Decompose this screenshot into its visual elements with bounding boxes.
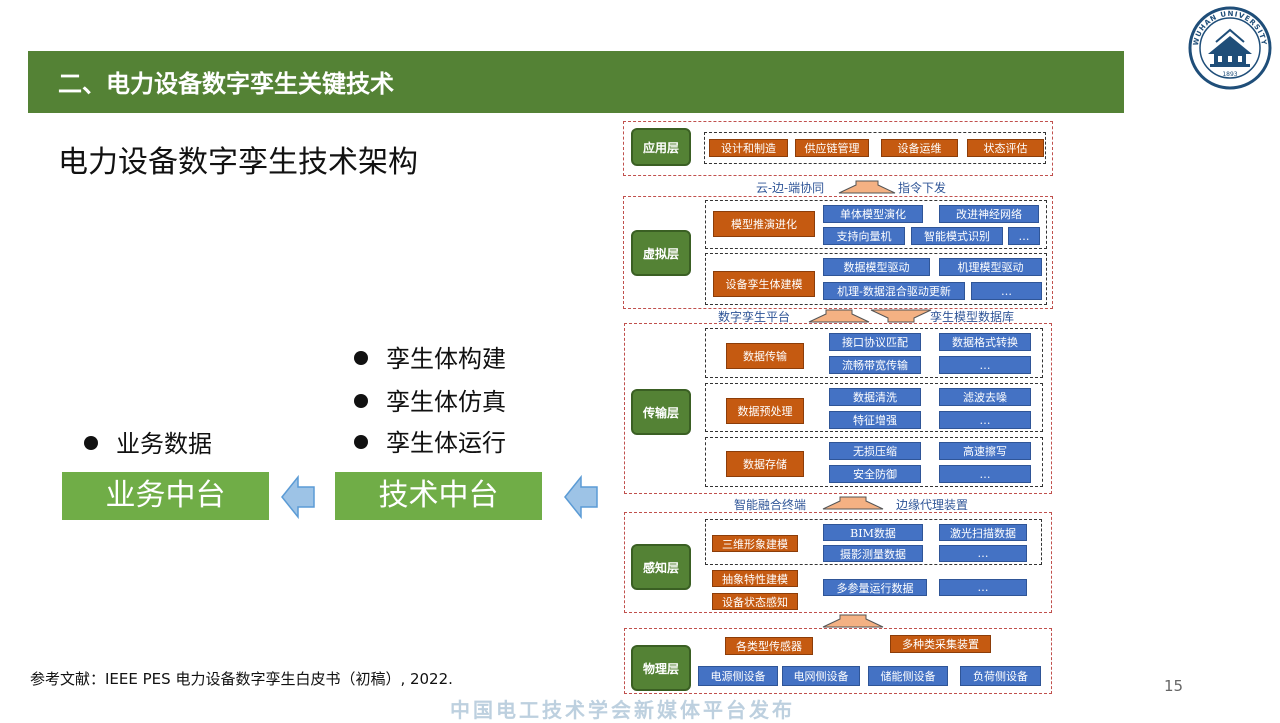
bullet-dot-icon <box>354 351 368 365</box>
header-bar <box>28 51 1124 113</box>
connector-label: 数字孪生平台 <box>718 310 791 324</box>
virtual-item: 单体模型演化 <box>823 205 923 223</box>
connector-label: 智能融合终端 <box>734 498 807 512</box>
up-arrow-icon <box>808 309 870 323</box>
virtual-item: 机理模型驱动 <box>939 258 1042 276</box>
business-platform-box: 业务中台 <box>62 472 269 520</box>
app-item: 供应链管理 <box>795 139 869 157</box>
virtual-item: … <box>971 282 1042 300</box>
connector-label: 边缘代理装置 <box>896 498 969 512</box>
virtual-group-name: 设备孪生体建模 <box>713 271 815 297</box>
virtual-group-name: 模型推演进化 <box>713 211 815 237</box>
transport-group-frame <box>705 437 1043 487</box>
app-item: 状态评估 <box>967 139 1044 157</box>
transport-group-name: 数据传输 <box>726 343 804 369</box>
virtual-item: 机理-数据混合驱动更新 <box>823 282 965 300</box>
transport-item: 数据格式转换 <box>939 333 1031 351</box>
transport-item: 滤波去噪 <box>939 388 1031 406</box>
physical-top-item: 多种类采集装置 <box>890 635 991 653</box>
bullet-dot-icon <box>354 435 368 449</box>
down-arrow-icon <box>870 309 932 323</box>
perception-group-name: 三维形象建模 <box>712 535 798 552</box>
bullet-twin-build: 孪生体构建 <box>354 343 506 375</box>
transport-group-name: 数据存储 <box>726 451 804 477</box>
virtual-item: 数据模型驱动 <box>823 258 930 276</box>
physical-layer-label: 物理层 <box>631 645 691 691</box>
arrow-left-icon <box>564 474 598 520</box>
bullet-business-data: 业务数据 <box>84 428 212 460</box>
transport-group-frame <box>705 383 1043 432</box>
perception-item: 摄影测量数据 <box>823 545 923 562</box>
perception-item: … <box>939 545 1027 562</box>
app-item: 设备运维 <box>881 139 958 157</box>
transport-group-name: 数据预处理 <box>726 398 804 424</box>
virtual-item: … <box>1008 227 1040 245</box>
physical-item: 储能侧设备 <box>868 666 948 686</box>
transport-item: 特征增强 <box>829 411 921 429</box>
app-layer-label: 应用层 <box>631 128 691 166</box>
physical-item: 负荷侧设备 <box>960 666 1041 686</box>
physical-layer-frame <box>624 628 1052 694</box>
tech-platform-box: 技术中台 <box>335 472 542 520</box>
bullet-dot-icon <box>84 436 98 450</box>
transport-item: 无损压缩 <box>829 442 921 460</box>
transport-item: … <box>939 411 1031 429</box>
architecture-subtitle: 电力设备数字孪生技术架构 <box>58 145 418 180</box>
university-seal-icon: 1893 WUHAN UNIVERSITY <box>1188 6 1272 90</box>
perception-item: 多参量运行数据 <box>823 579 927 596</box>
virtual-group-frame <box>705 200 1047 249</box>
bullet-twin-simulation: 孪生体仿真 <box>354 386 506 418</box>
bullet-twin-operation: 孪生体运行 <box>354 427 506 459</box>
physical-top-item: 各类型传感器 <box>725 637 813 655</box>
slide-title: 二、电力设备数字孪生关键技术 <box>58 70 394 98</box>
perception-group-name: 抽象特性建模 <box>712 570 798 587</box>
up-arrow-icon <box>838 180 896 194</box>
virtual-layer-label: 虚拟层 <box>631 230 691 276</box>
virtual-item: 智能模式识别 <box>911 227 1003 245</box>
physical-item: 电源侧设备 <box>698 666 778 686</box>
transport-layer-label: 传输层 <box>631 389 691 435</box>
virtual-group-frame <box>705 253 1047 305</box>
perception-item: BIM数据 <box>823 524 923 541</box>
perception-layer-label: 感知层 <box>631 544 691 590</box>
transport-item: 高速擦写 <box>939 442 1031 460</box>
page-number: 15 <box>1164 677 1184 695</box>
arrow-left-icon <box>281 474 315 520</box>
transport-item: 接口协议匹配 <box>829 333 921 351</box>
bullet-dot-icon <box>354 394 368 408</box>
virtual-item: 改进神经网络 <box>939 205 1039 223</box>
physical-item: 电网侧设备 <box>782 666 860 686</box>
transport-item: 流畅带宽传输 <box>829 356 921 374</box>
virtual-layer-frame <box>623 196 1053 309</box>
connector-label: 云-边-端协同 <box>756 181 825 195</box>
transport-layer-frame <box>624 323 1052 494</box>
reference-text: 参考文献：IEEE PES 电力设备数字孪生白皮书（初稿）, 2022. <box>30 670 453 688</box>
app-item: 设计和制造 <box>709 139 788 157</box>
app-layer-frame <box>623 121 1053 176</box>
perception-item: … <box>939 579 1027 596</box>
connector-label: 孪生模型数据库 <box>930 310 1015 324</box>
logo-year: 1893 <box>1222 71 1237 78</box>
transport-group-frame <box>705 328 1043 378</box>
watermark-text: 中国电工技术学会新媒体平台发布 <box>450 698 795 722</box>
perception-group-name: 设备状态感知 <box>712 593 798 610</box>
perception-group-frame <box>705 519 1042 565</box>
perception-layer-frame <box>624 512 1052 613</box>
transport-item: … <box>939 356 1031 374</box>
transport-item: 安全防御 <box>829 465 921 483</box>
transport-item: 数据清洗 <box>829 388 921 406</box>
up-arrow-icon <box>822 496 884 510</box>
app-items-frame <box>704 132 1046 164</box>
up-arrow-icon <box>822 614 884 628</box>
connector-label: 指令下发 <box>898 181 947 195</box>
perception-item: 激光扫描数据 <box>939 524 1027 541</box>
virtual-item: 支持向量机 <box>823 227 905 245</box>
transport-item: … <box>939 465 1031 483</box>
